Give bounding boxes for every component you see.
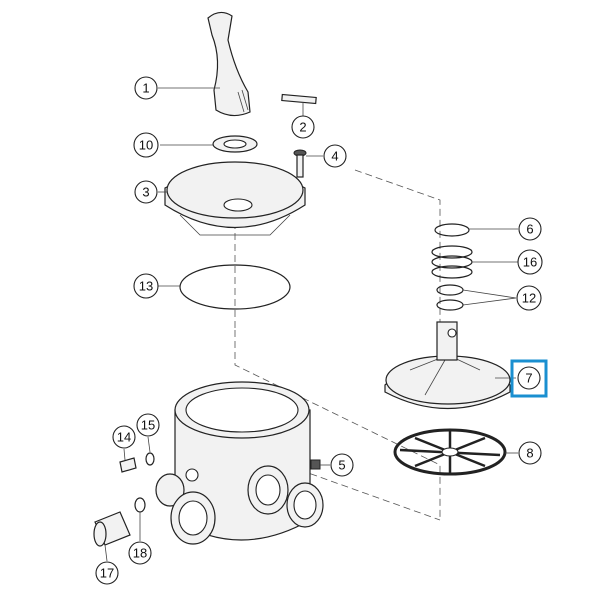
valve-body-part — [155, 381, 324, 545]
valve-cover-part — [164, 161, 306, 236]
svg-text:3: 3 — [142, 185, 149, 200]
svg-text:2: 2 — [299, 120, 306, 135]
svg-text:5: 5 — [338, 458, 345, 473]
callout-14: 14 — [112, 425, 136, 449]
callout-10: 10 — [133, 132, 159, 158]
svg-text:12: 12 — [522, 291, 536, 306]
o-ring-12b-part — [436, 299, 464, 311]
callout-7-highlighted[interactable]: 7 — [510, 359, 548, 398]
o-ring-large-part — [179, 264, 291, 310]
highlight-box — [510, 359, 548, 398]
svg-text:1: 1 — [142, 81, 149, 96]
svg-text:17: 17 — [100, 566, 114, 581]
callout-15: 15 — [136, 413, 160, 437]
drain-plug-part-14 — [119, 457, 137, 473]
callout-17: 17 — [95, 561, 119, 585]
handle-part — [207, 11, 251, 117]
callout-13: 13 — [133, 273, 159, 299]
svg-text:4: 4 — [331, 149, 338, 164]
callout-3: 3 — [134, 180, 158, 204]
callout-8: 8 — [518, 441, 542, 465]
svg-text:15: 15 — [141, 418, 155, 433]
svg-text:14: 14 — [117, 430, 131, 445]
svg-text:13: 13 — [139, 279, 153, 294]
spring-part — [431, 245, 473, 279]
svg-text:16: 16 — [523, 255, 537, 270]
svg-text:7: 7 — [525, 371, 532, 386]
svg-text:6: 6 — [526, 222, 533, 237]
fitting-part-17 — [93, 511, 131, 547]
callout-16: 16 — [517, 249, 543, 275]
pin-part — [281, 93, 317, 105]
svg-text:8: 8 — [526, 446, 533, 461]
plug-part-5 — [310, 459, 321, 470]
callout-2: 2 — [291, 115, 315, 139]
svg-text:18: 18 — [133, 546, 147, 561]
callout-1: 1 — [134, 76, 158, 100]
callout-4: 4 — [323, 144, 347, 168]
callout-5: 5 — [330, 453, 354, 477]
callout-6: 6 — [518, 217, 542, 241]
washer-part-15 — [145, 452, 155, 466]
gasket-part — [393, 428, 507, 476]
screw-part — [293, 149, 307, 178]
svg-text:10: 10 — [139, 138, 153, 153]
callout-12: 12 — [516, 285, 542, 311]
washer-part-18 — [134, 497, 146, 513]
o-ring-12a-part — [436, 284, 464, 296]
leader-lines — [104, 87, 518, 562]
o-ring-6-part — [434, 223, 470, 237]
callout-18: 18 — [128, 541, 152, 565]
washer-part — [212, 135, 258, 153]
rotor-part — [384, 321, 511, 410]
